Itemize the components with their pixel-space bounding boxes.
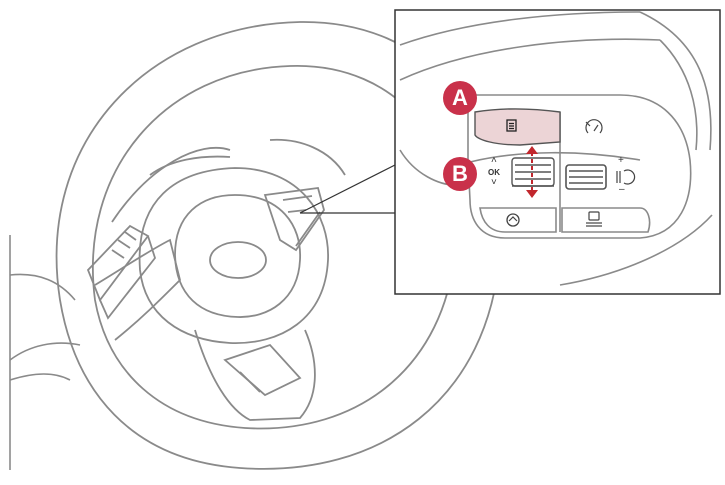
steering-assist-icon [506,213,520,227]
wheel-rim-seam [111,146,231,223]
airbag-hub-inner [174,194,301,318]
dashboard-fragment [9,235,81,470]
callout-a: A [443,81,477,115]
steering-wheel [55,21,502,470]
cruise-wheel [565,164,607,190]
airbag-hub-outer [138,167,329,344]
ok-down-symbol: ˅ [491,177,497,188]
ok-label: OK [488,168,500,177]
scroll-direction-arrow [526,146,538,198]
switch-panel [467,94,692,239]
lower-right-button [561,207,651,233]
lane-assist-icon [586,211,602,227]
info-button [474,108,561,146]
plus-label: + [618,155,624,166]
lower-spoke [194,329,316,421]
lower-left-button [479,207,557,233]
right-switch-pad [263,187,325,252]
speed-limiter-icon [585,119,603,134]
minus-label: – [619,184,625,195]
zoom-leader-lines [299,164,396,214]
callout-b: B [443,157,477,191]
ok-up-symbol: ˄ [491,155,497,166]
zoom-inset-detail [399,11,713,286]
resume-icon [616,169,636,185]
info-icon [506,119,517,132]
wheel-emblem [209,241,267,279]
